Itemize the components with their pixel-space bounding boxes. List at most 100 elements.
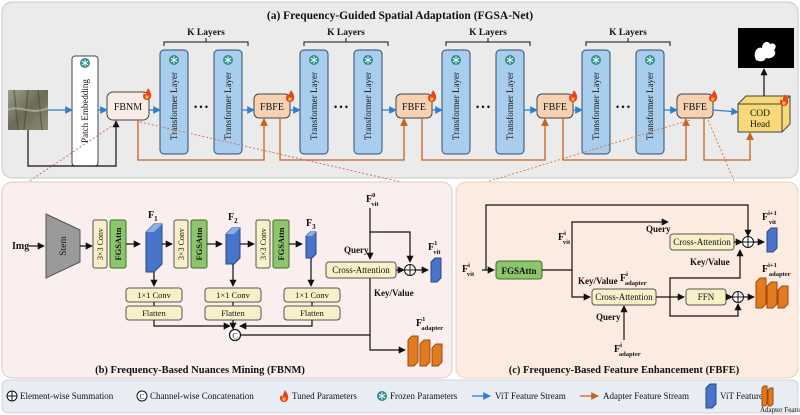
ellipsis: • • • xyxy=(616,102,630,112)
k-layers-label: K Layers xyxy=(469,28,507,38)
transformer-layer-label: Transformer Layer xyxy=(169,72,179,140)
adapter-feature-output xyxy=(407,335,443,367)
input-image xyxy=(7,89,49,131)
stem-label: Stem xyxy=(59,236,69,256)
panel-a-title: (a) Frequency-Guided Spatial Adaptation … xyxy=(267,10,533,22)
legend-sum: Element-wise Summation xyxy=(6,390,114,402)
svg-text:F2: F2 xyxy=(228,212,238,225)
svg-text:F1: F1 xyxy=(148,210,158,223)
fbnm-label-top: FBNM xyxy=(114,102,142,113)
concat-node: C xyxy=(153,278,406,354)
fgsattn-label: FGSAttn xyxy=(501,266,536,276)
key-value-label: Key/Value xyxy=(374,288,414,298)
svg-text:Flatten: Flatten xyxy=(142,308,166,318)
vit-stream-arrows xyxy=(48,106,739,116)
svg-text:3×3 Conv: 3×3 Conv xyxy=(259,228,268,260)
panel-c-caption: (c) Frequency-Based Feature Enhancement … xyxy=(509,365,740,376)
panel-a-background xyxy=(1,1,799,179)
fbfe-block: FBFE xyxy=(395,90,437,119)
svg-text:Head: Head xyxy=(750,120,770,130)
ellipsis: • • • xyxy=(194,102,208,112)
transformer-group-1: K Layers Transformer Layer Transformer L… xyxy=(159,28,249,155)
svg-text:F3: F3 xyxy=(306,218,316,231)
query-top-label: Query xyxy=(646,224,671,234)
k-layers-label: K Layers xyxy=(327,28,365,38)
legend-vit-feature: ViT Feature xyxy=(705,383,763,409)
svg-text:C: C xyxy=(232,332,237,341)
fbnm-block-top xyxy=(106,91,150,121)
svg-text:Cross-Attention: Cross-Attention xyxy=(673,237,731,247)
legend-frozen: Frozen Parameters xyxy=(376,390,458,402)
cod-head-block: COD Head xyxy=(737,94,791,133)
key-value-left-label: Key/Value xyxy=(578,276,618,286)
transformer-group-3: K Layers Transformer Layer Transformer L… xyxy=(441,28,531,155)
svg-text:COD: COD xyxy=(750,109,770,119)
vit-feature-output xyxy=(430,257,442,283)
svg-text:FGSAttn: FGSAttn xyxy=(113,227,123,260)
svg-text:Cross-Attention: Cross-Attention xyxy=(595,292,653,302)
svg-text:Adapter Feature Stream: Adapter Feature Stream xyxy=(603,391,689,401)
dashed-projection xyxy=(15,121,119,191)
svg-text:3×3 Conv: 3×3 Conv xyxy=(96,228,105,260)
svg-text:FBFE: FBFE xyxy=(260,102,284,113)
svg-text:FGSAttn: FGSAttn xyxy=(276,227,286,260)
fbfe-block: FBFE xyxy=(536,90,578,119)
svg-text:Tuned Parameters: Tuned Parameters xyxy=(292,391,357,401)
panel-b-background xyxy=(1,181,453,379)
dashed-projection xyxy=(707,119,739,191)
svg-text:3×3 Conv: 3×3 Conv xyxy=(177,228,186,260)
fbnm-stage-1: 3×3 Conv FGSAttn F1 1×1 Conv Flatten xyxy=(92,210,183,321)
query-bottom-label: Query xyxy=(596,312,621,322)
svg-text:FBFE: FBFE xyxy=(683,102,707,113)
legend-concat: C Channel-wise Concatenation xyxy=(136,390,254,402)
transformer-layer-label: Transformer Layer xyxy=(309,72,319,140)
transformer-layer-label: Transformer Layer xyxy=(363,72,373,140)
svg-text:C: C xyxy=(139,392,144,401)
panel-b-caption: (b) Frequency-Based Nuances Mining (FBNM… xyxy=(95,365,305,376)
svg-text:1×1 Conv: 1×1 Conv xyxy=(216,290,251,300)
k-layers-label: K Layers xyxy=(609,28,647,38)
ellipsis: • • • xyxy=(334,102,348,112)
svg-text:1×1 Conv: 1×1 Conv xyxy=(295,290,330,300)
legend-vit-stream: ViT Feature Stream xyxy=(472,391,566,401)
legend-tuned: Tuned Parameters xyxy=(280,390,357,402)
legend-adapter-stream: Adapter Feature Stream xyxy=(580,391,689,401)
fbfe-block: FBFE xyxy=(253,90,295,119)
k-layers-label: K Layers xyxy=(187,28,225,38)
frozen-snowflake-icon xyxy=(79,57,91,69)
transformer-layer-label: Transformer Layer xyxy=(591,72,601,140)
svg-text:Element-wise Summation: Element-wise Summation xyxy=(20,391,114,401)
stem-block xyxy=(45,213,81,279)
svg-text:Channel-wise Concatenation: Channel-wise Concatenation xyxy=(150,391,254,401)
fbnm-stage-2: 3×3 Conv FGSAttn F2 1×1 Conv Flatten xyxy=(173,212,262,321)
dashed-projection xyxy=(139,121,437,191)
svg-text:ViT Feature: ViT Feature xyxy=(720,391,763,401)
fbfe-block: FBFE xyxy=(676,90,718,119)
fbnm-stage-3: 3×3 Conv FGSAttn F3 1×1 Conv Flatten xyxy=(255,218,341,321)
svg-text:Adapter Feature: Adapter Feature xyxy=(760,406,800,414)
svg-text:Frozen Parameters: Frozen Parameters xyxy=(390,391,458,401)
transformer-layer-label: Transformer Layer xyxy=(223,72,233,140)
transformer-layer-label: Transformer Layer xyxy=(645,72,655,140)
legend-bar xyxy=(1,379,799,414)
query-label: Query xyxy=(344,245,369,255)
output-mask xyxy=(738,28,794,68)
adapter-feature-output xyxy=(755,277,789,309)
ellipsis: • • • xyxy=(476,102,490,112)
transformer-group-2: K Layers Transformer Layer Transformer L… xyxy=(299,28,389,155)
cross-attention-label: Cross-Attention xyxy=(332,265,390,275)
svg-text:FBFE: FBFE xyxy=(543,102,567,113)
patch-embedding-label: Patch Embedding xyxy=(80,79,90,143)
ffn-label: FFN xyxy=(698,292,715,302)
img-label: Img xyxy=(12,241,29,252)
svg-text:FBFE: FBFE xyxy=(402,102,426,113)
